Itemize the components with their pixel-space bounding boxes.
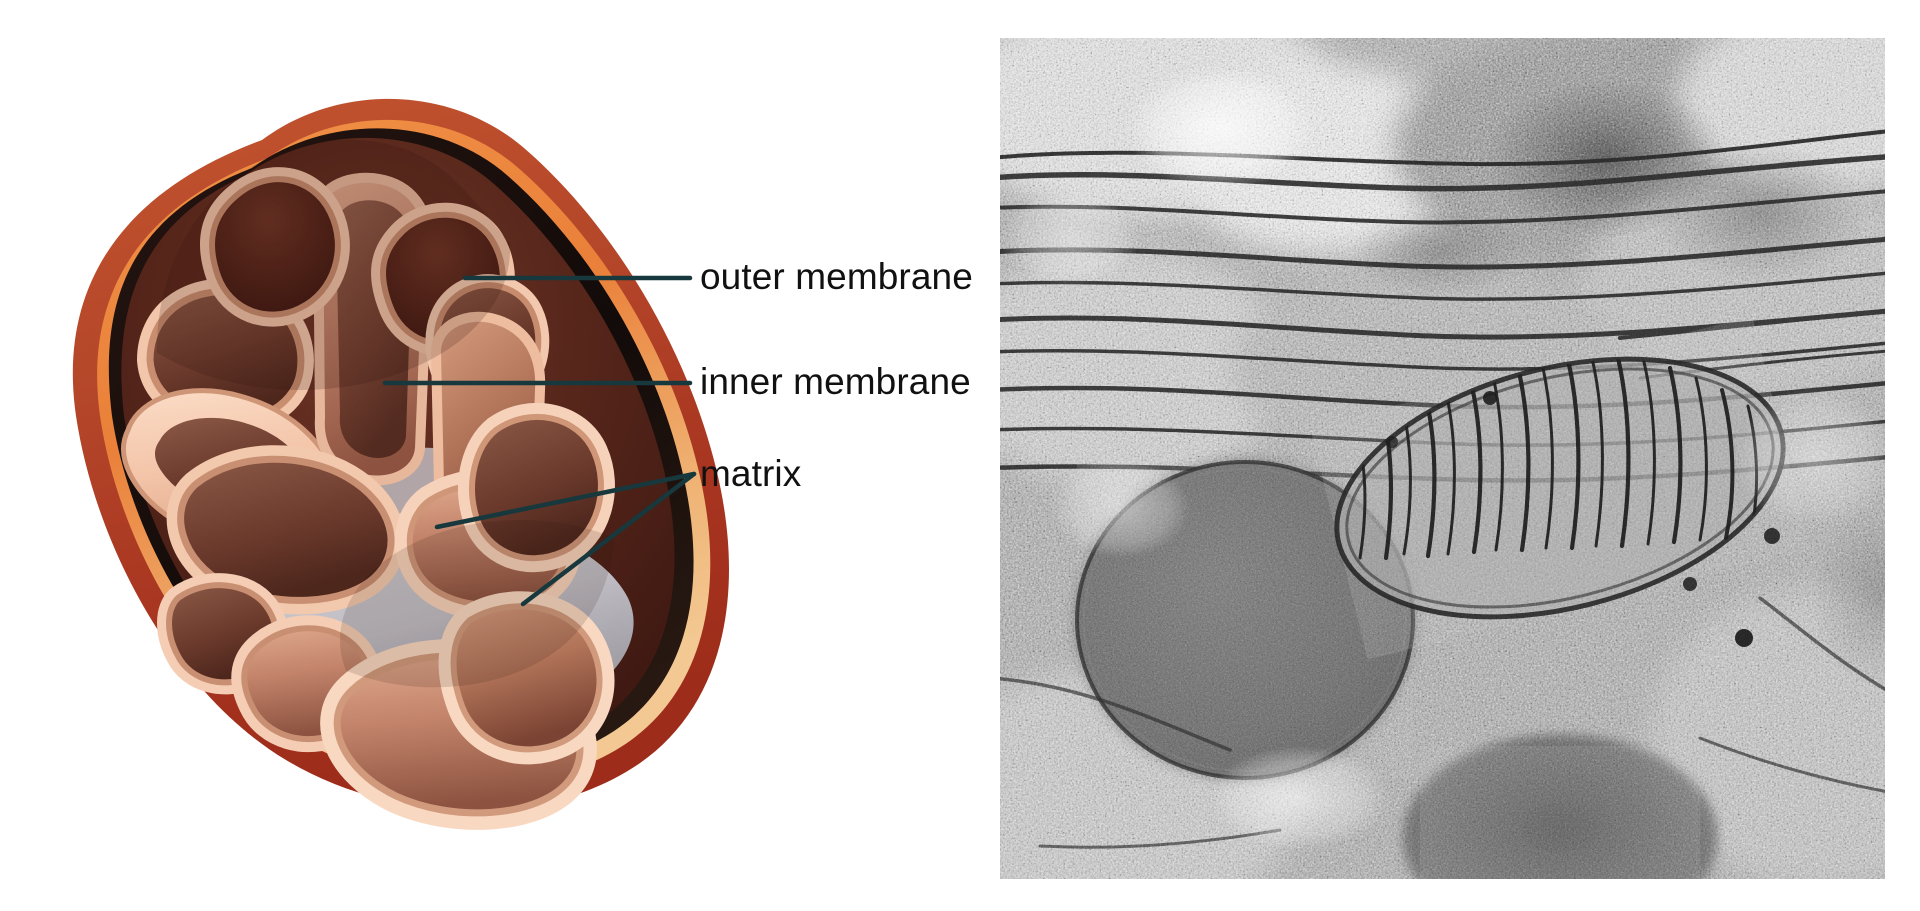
leader-matrix-lower xyxy=(520,471,697,607)
electron-micrograph-panel xyxy=(1000,38,1885,879)
leader-matrix-upper xyxy=(434,471,697,530)
mitochondrion-diagram-panel: outer membrane inner membrane matrix xyxy=(72,98,973,830)
mitochondrion-diagram xyxy=(72,98,729,830)
leader-lines xyxy=(382,275,697,607)
label-inner-membrane: inner membrane xyxy=(700,361,971,402)
electron-micrograph xyxy=(1000,38,1885,879)
cristae-group xyxy=(121,167,615,830)
label-matrix: matrix xyxy=(700,453,802,494)
micrograph-grain-overlay xyxy=(1000,38,1885,879)
label-outer-membrane: outer membrane xyxy=(700,256,973,297)
